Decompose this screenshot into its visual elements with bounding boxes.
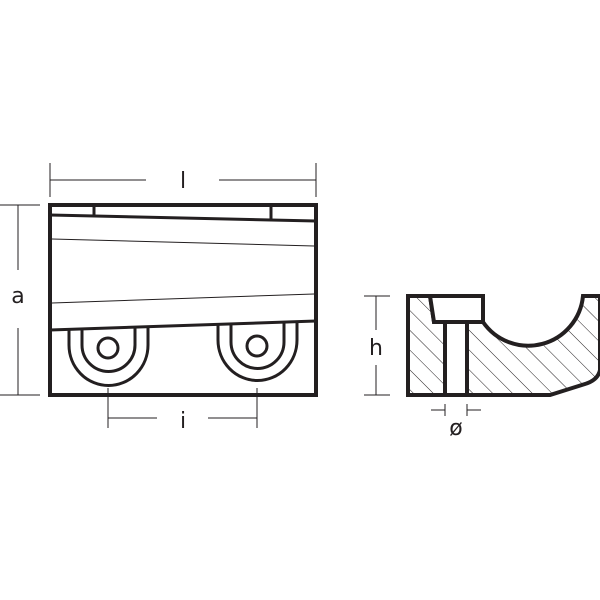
side-view-section: [406, 294, 600, 397]
right-mounting-lug: [216, 322, 299, 383]
top-strip-line: [49, 213, 317, 223]
left-mounting-lug: [67, 327, 150, 388]
base-line: [49, 319, 317, 332]
dimension-l-label: l: [180, 169, 186, 194]
dimension-l: [49, 163, 317, 197]
taper-line-bottom: [51, 293, 315, 304]
dimension-a: [0, 204, 40, 396]
dimension-i-label: i: [180, 409, 186, 434]
dimension-h: [364, 295, 390, 396]
dimension-i: [107, 388, 258, 428]
section-right-part: [465, 294, 600, 397]
bolt-hole: [443, 320, 469, 397]
dimension-h-label: h: [369, 336, 383, 361]
dimension-a-label: a: [11, 284, 24, 309]
front-view: [48, 203, 318, 397]
counterbore-pocket: [427, 294, 485, 324]
taper-line-top: [51, 238, 315, 247]
dimension-diameter: [431, 404, 481, 416]
front-outline: [48, 203, 318, 397]
dimension-diameter-label: ø: [449, 416, 462, 441]
